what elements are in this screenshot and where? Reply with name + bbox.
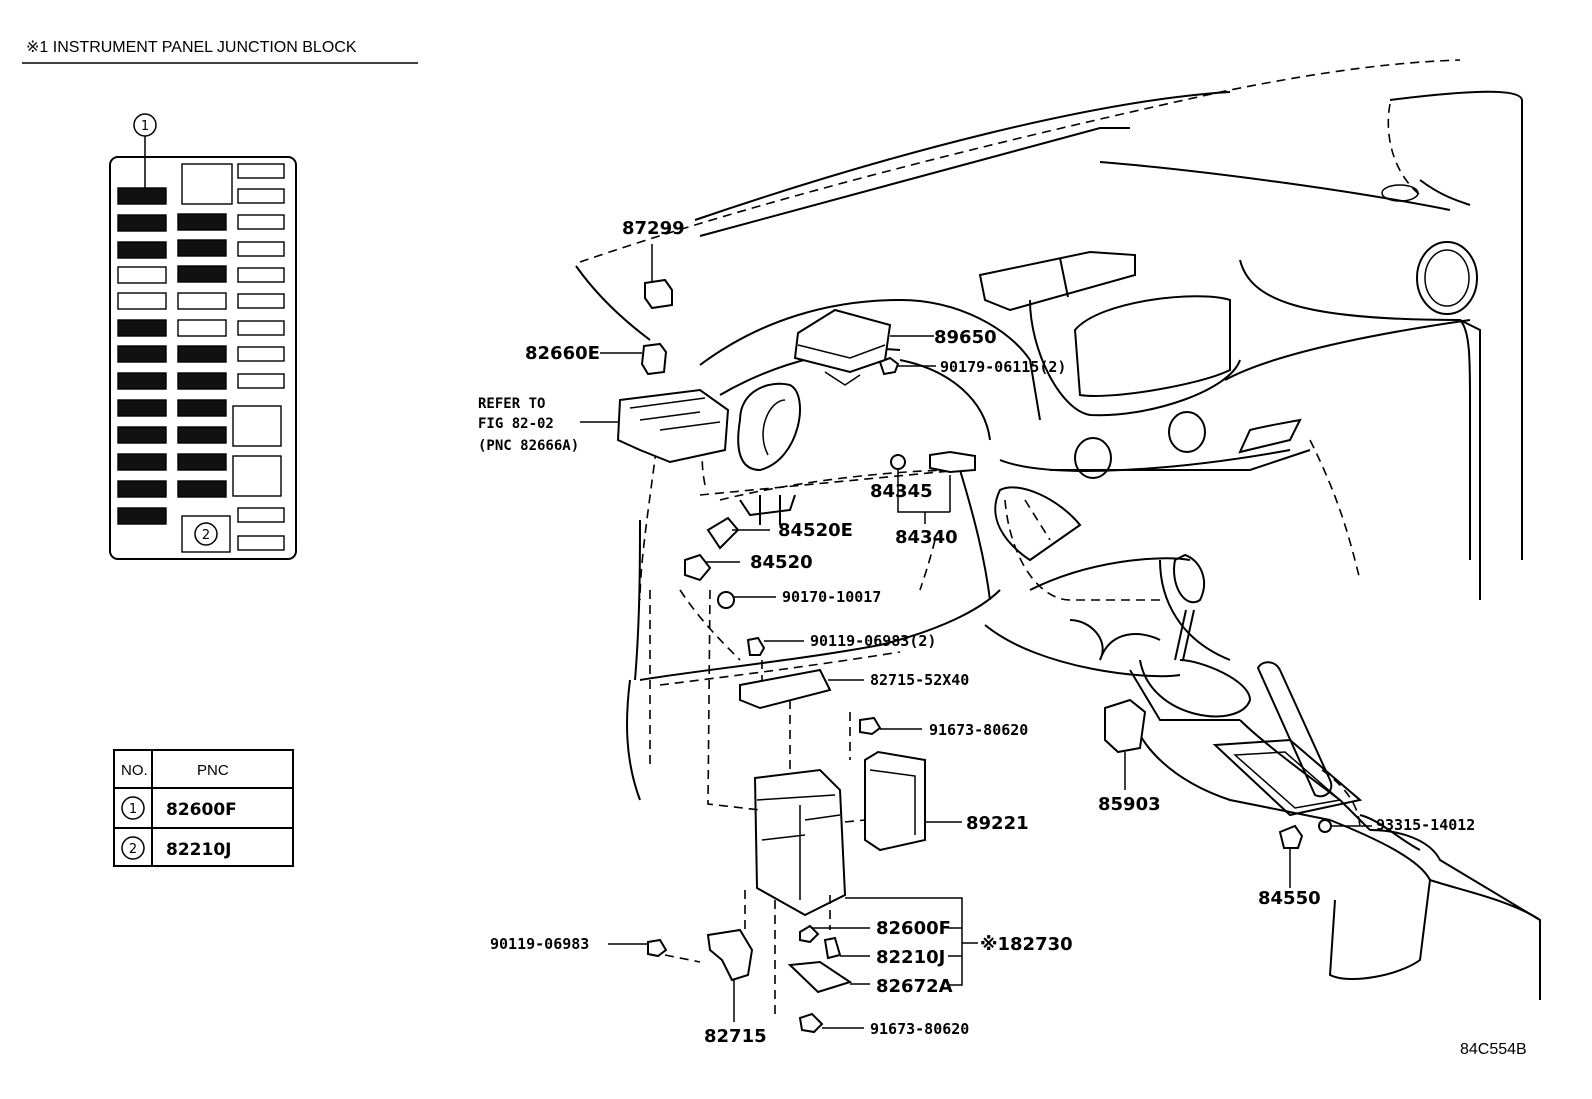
bolt-90119-shape [647,938,668,958]
ecu-89221-shape [864,750,926,852]
part-label-87299: 87299 [622,218,685,239]
callout-2-label: 2 [202,528,210,543]
nut-90179-shape [878,356,900,376]
switch-84340-shape [929,450,976,474]
part-label-84345: 84345 [870,481,933,502]
refer-to-line-2: FIG 82-02 [478,416,554,432]
part-label-90179-06115: 90179-06115(2) [940,358,1066,376]
part-label-84520e: 84520E [778,520,853,541]
refer-to-line-3: (PNC 82666A) [478,438,579,454]
part-label-89650: 89650 [934,327,997,348]
part-label-82715-52x40: 82715-52X40 [870,671,969,689]
part-label-82660e: 82660E [525,343,600,364]
part-label-91673-80620-upper: 91673-80620 [929,721,1028,739]
bracket-82715-shape [706,928,754,982]
part-label-91673-80620-lower: 91673-80620 [870,1020,969,1038]
part-label-93315-14012: 93315-14012 [1376,816,1475,834]
refer-to-line-1: REFER TO [478,396,545,412]
pnc-table-row-no: 2 [129,842,137,857]
part-label-84550: 84550 [1258,888,1321,909]
parts-shapes [580,244,1372,1034]
clip-84550-shape [1278,824,1304,849]
clip-82660e-shape [640,342,668,376]
switch-84520e-shape [706,516,740,550]
pnc-table-row-no: 1 [129,802,137,817]
pnc-table-row-pnc: 82600F [166,800,237,820]
callout-2-circle [194,522,218,546]
fuse-82600f-shape [799,924,820,944]
switch-84520-shape [684,553,712,582]
part-label-82210j: 82210J [876,947,945,968]
part-label-90119-06983: 90119-06983 [490,935,589,953]
pnc-table-header-no: NO. [121,762,148,779]
bracket-82715-52x40-shape [739,668,832,710]
part-label-84520: 84520 [750,552,813,573]
part-label-84340: 84340 [895,527,958,548]
callout-1-label: 1 [141,119,149,134]
relay-block-shape [616,388,730,464]
diagram-code: 84C554B [1460,1041,1527,1058]
junction-block-fuse-layout: 1 2 [109,113,297,560]
relay-85903-shape [1104,698,1147,754]
part-label-82600f: 82600F [876,918,951,939]
clip-93315-shape [1318,819,1332,833]
part-label-85903: 85903 [1098,794,1161,815]
pnc-table-header-pnc: PNC [197,762,229,779]
pnc-table: NO. PNC 1 82600F 2 82210J [113,749,294,867]
clip-90170-shape [717,591,735,609]
part-label-89221: 89221 [966,813,1029,834]
part-label-82715: 82715 [704,1026,767,1047]
bolt-90119-2-shape [746,636,766,656]
part-labels: 87299 89650 82660E 90179-06115(2) REFER … [478,218,1475,1047]
fuse-82210j-shape [823,936,842,960]
dashboard-illustration [575,59,1541,1000]
part-label-82730: ※182730 [980,934,1073,955]
part-label-82672a: 82672A [876,976,953,997]
relay-87299-shape [644,278,673,310]
pnc-table-row-pnc: 82210J [166,840,231,860]
diagram-title: ※1 INSTRUMENT PANEL JUNCTION BLOCK [26,39,357,56]
screw-91673-upper-shape [859,716,882,736]
screw-91673-lower-shape [798,1012,824,1034]
part-label-90170-10017: 90170-10017 [782,588,881,606]
part-label-90119-06983-2: 90119-06983(2) [810,632,936,650]
ecu-89650-shape [793,308,892,374]
cover-82672a-shape [787,960,853,994]
switch-84345-shape [890,454,906,470]
